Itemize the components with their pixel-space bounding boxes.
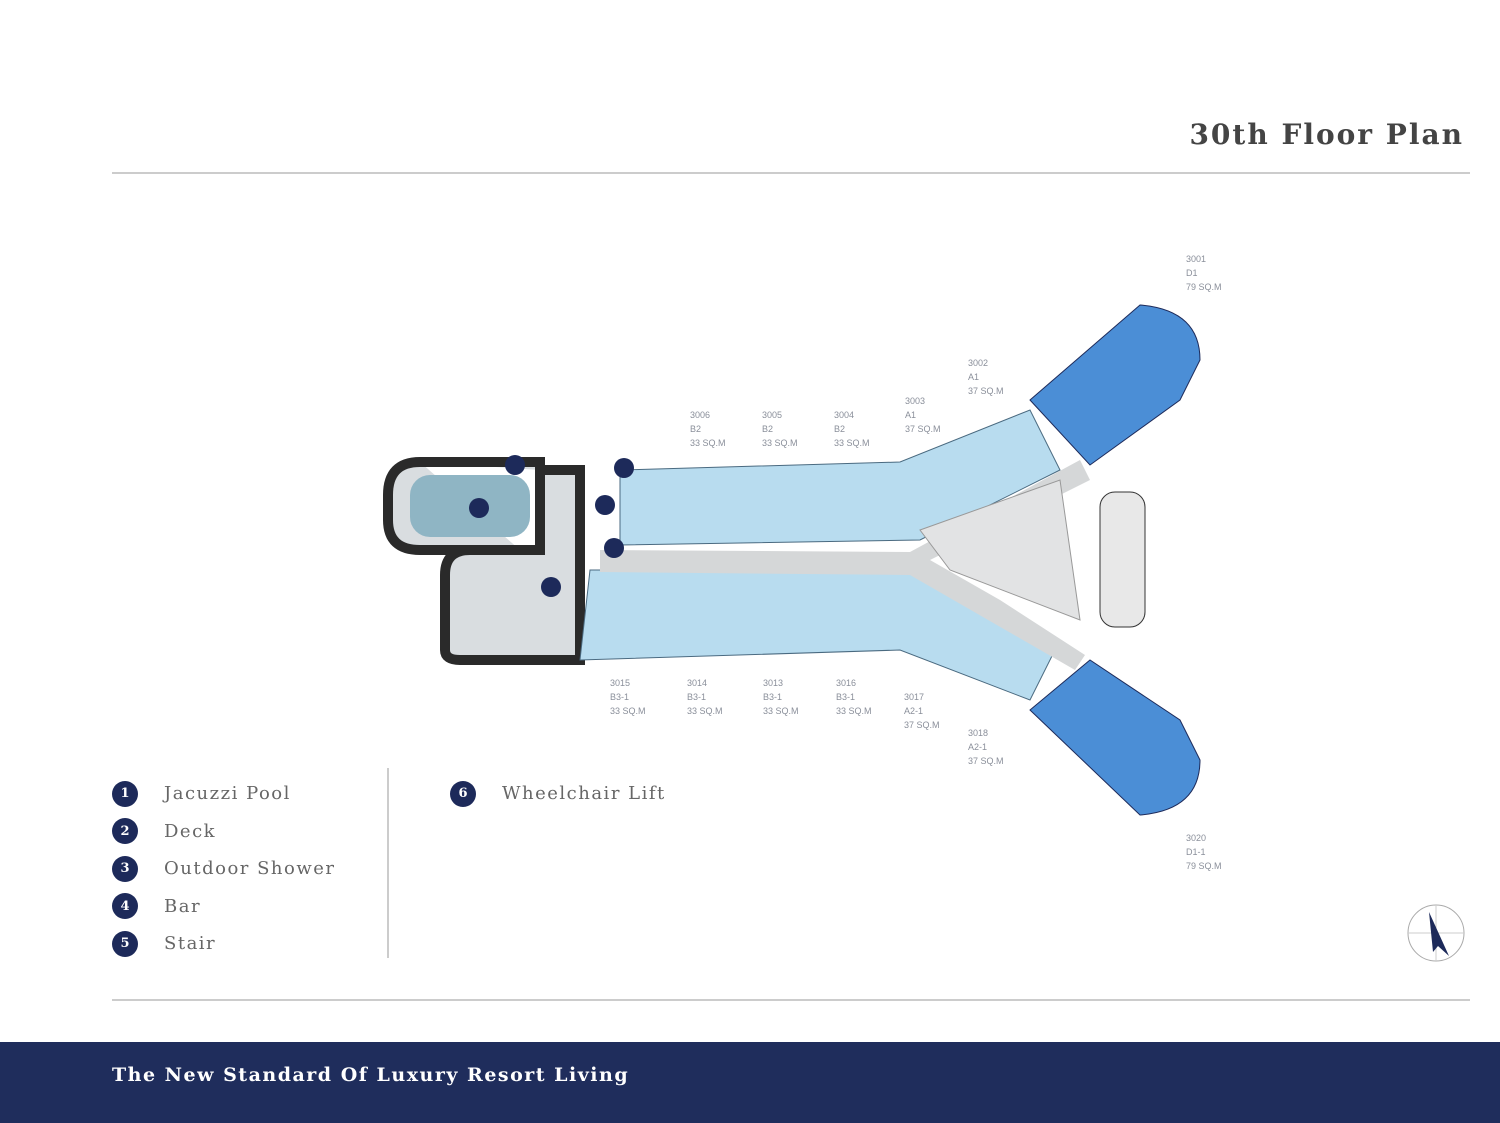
marker-icon: 2 [112,818,138,845]
legend-divider [387,768,389,958]
compass-icon [1407,904,1465,962]
core [919,479,1081,621]
unit-3001 [1029,304,1201,466]
unit-3020 [1029,659,1201,816]
marker-icon: 1 [112,780,138,807]
marker-icon: 4 [112,893,138,920]
amenity-markers [469,455,634,597]
top-divider [112,172,1470,174]
lift-lobby [1099,491,1146,628]
marker-icon: 5 [112,930,138,957]
bottom-divider [112,999,1470,1001]
footer-tagline: The New Standard Of Luxury Resort Living [112,1064,630,1086]
floor-plan [383,304,1201,816]
marker-icon: 3 [112,855,138,882]
page-title: 30th Floor Plan [1189,118,1464,151]
corridor [600,460,1090,670]
footer-bar [0,1042,1500,1123]
marker-icon: 6 [450,780,476,807]
